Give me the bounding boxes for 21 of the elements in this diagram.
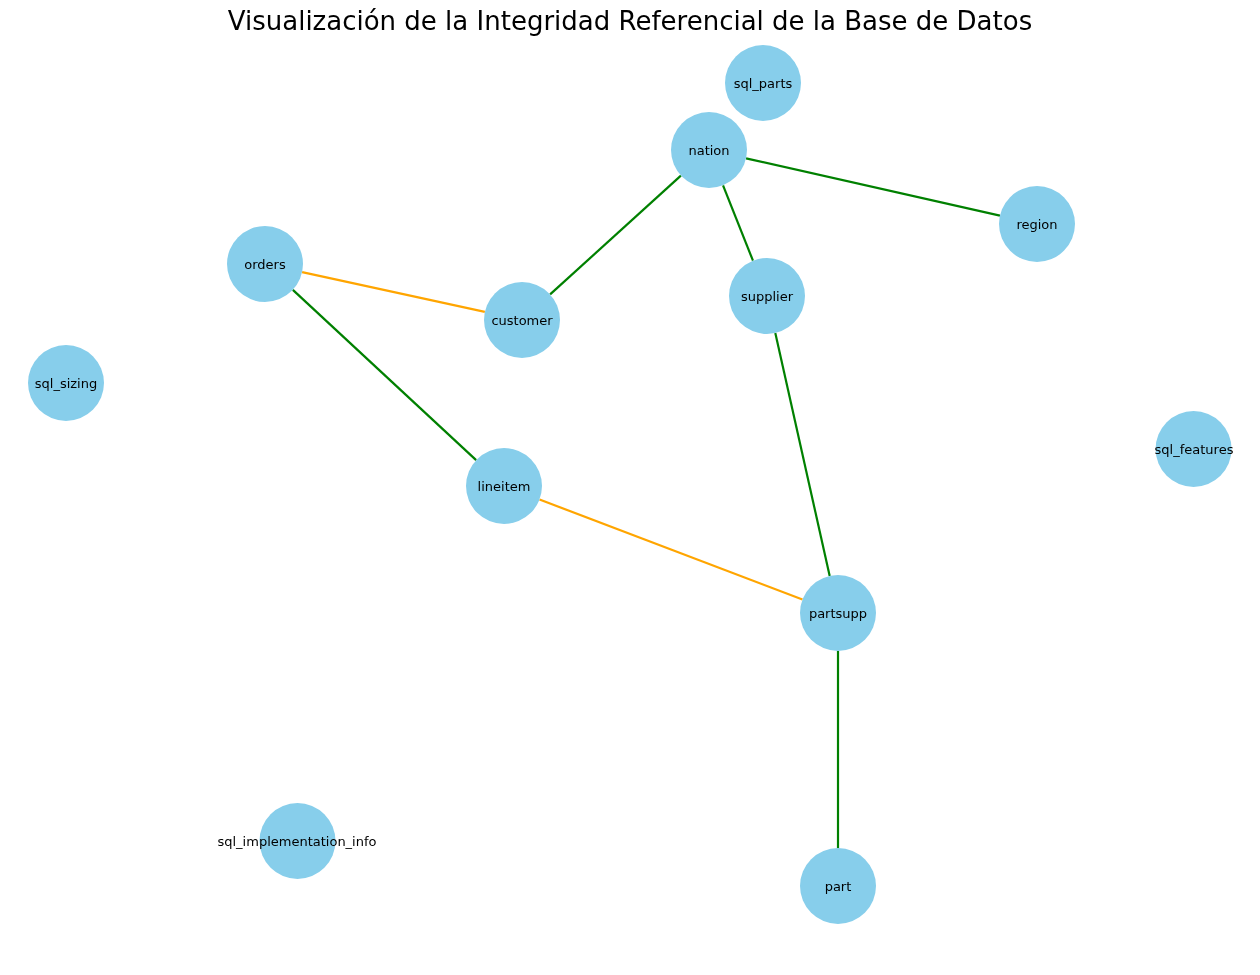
table-name: orders bbox=[244, 256, 286, 272]
relation-line bbox=[722, 184, 754, 262]
relation-line bbox=[539, 498, 803, 601]
table-name: region bbox=[1016, 216, 1058, 232]
table-name: sql_sizing bbox=[34, 375, 98, 391]
relation-line bbox=[745, 157, 1001, 217]
table-name: sql_implementation_info bbox=[217, 833, 377, 849]
relation-line bbox=[836, 651, 840, 848]
table-name: partsupp bbox=[808, 605, 868, 621]
table-name: nation bbox=[688, 142, 730, 158]
relation-line bbox=[549, 174, 682, 296]
chart-title: Visualización de la Integridad Referencial de la Base de Datos bbox=[226, 6, 1034, 36]
relation-line bbox=[292, 289, 477, 461]
relation-line bbox=[301, 271, 486, 313]
table-name: lineitem bbox=[477, 478, 531, 494]
table-name: part bbox=[824, 878, 852, 894]
table-name: sql_features bbox=[1154, 441, 1234, 457]
table-name: supplier bbox=[740, 288, 794, 304]
relation-line bbox=[774, 332, 831, 577]
table-name: customer bbox=[491, 312, 553, 328]
table-name: sql_parts bbox=[733, 75, 793, 91]
